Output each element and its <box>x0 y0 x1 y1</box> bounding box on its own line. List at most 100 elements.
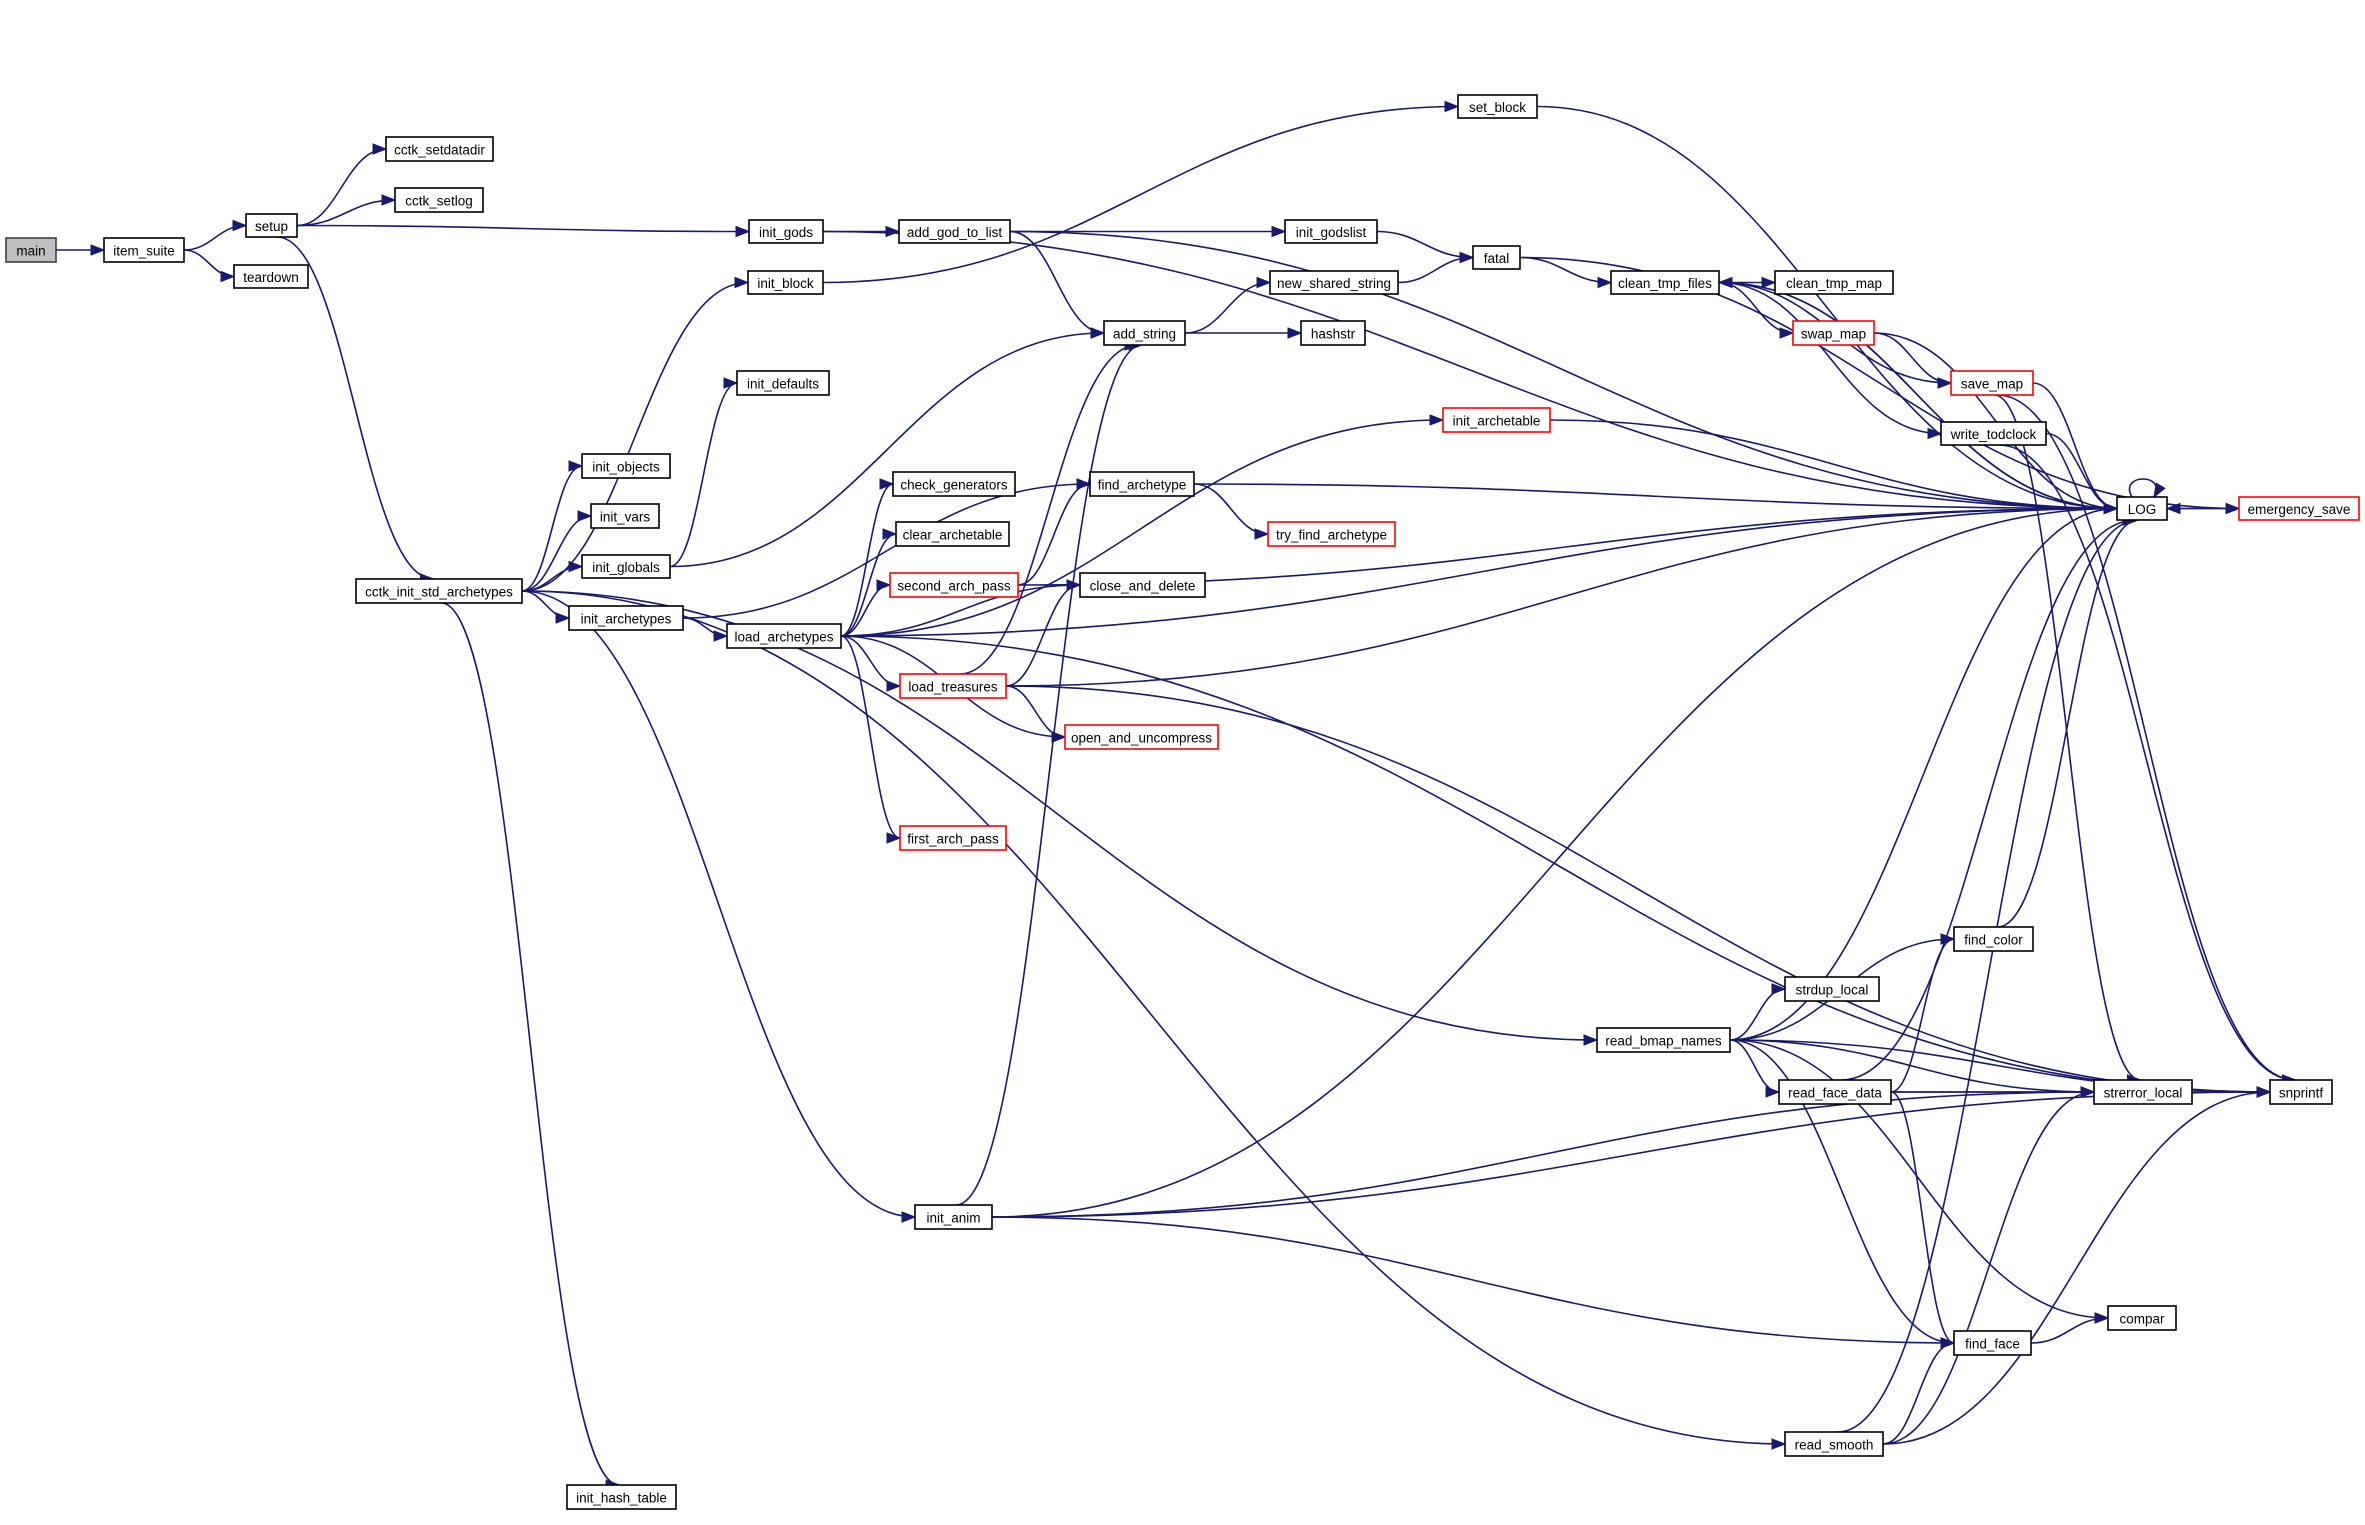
node-box[interactable] <box>581 453 671 479</box>
node-box[interactable] <box>1940 421 2047 446</box>
node-clear_archetable[interactable]: clear_archetable <box>895 521 1010 547</box>
node-strdup_local[interactable]: strdup_local <box>1784 976 1880 1002</box>
node-main[interactable]: main <box>5 237 57 263</box>
node-box[interactable] <box>914 1204 993 1230</box>
node-box[interactable] <box>2116 496 2168 521</box>
node-init_archetable[interactable]: init_archetable <box>1442 407 1551 433</box>
node-box[interactable] <box>1953 1330 2032 1356</box>
node-init_anim[interactable]: init_anim <box>914 1204 993 1230</box>
node-box[interactable] <box>899 825 1007 851</box>
node-box[interactable] <box>736 370 830 396</box>
node-box[interactable] <box>1442 407 1551 433</box>
node-box[interactable] <box>1596 1027 1731 1053</box>
node-box[interactable] <box>2107 1305 2177 1331</box>
node-load_treasures[interactable]: load_treasures <box>899 673 1007 699</box>
node-close_and_delete[interactable]: close_and_delete <box>1079 572 1206 598</box>
node-init_gods[interactable]: init_gods <box>748 219 824 244</box>
node-load_archetypes[interactable]: load_archetypes <box>726 623 842 649</box>
node-box[interactable] <box>2093 1079 2193 1105</box>
node-box[interactable] <box>1103 320 1186 346</box>
node-box[interactable] <box>1784 976 1880 1002</box>
node-save_map[interactable]: save_map <box>1950 370 2034 396</box>
node-box[interactable] <box>1610 270 1720 295</box>
node-read_bmap_names[interactable]: read_bmap_names <box>1596 1027 1731 1053</box>
node-read_smooth[interactable]: read_smooth <box>1784 1431 1884 1457</box>
node-box[interactable] <box>1950 370 2034 396</box>
node-init_defaults[interactable]: init_defaults <box>736 370 830 396</box>
node-box[interactable] <box>355 578 523 604</box>
node-first_arch_pass[interactable]: first_arch_pass <box>899 825 1007 851</box>
node-add_god_to_list[interactable]: add_god_to_list <box>898 219 1011 244</box>
node-read_face_data[interactable]: read_face_data <box>1778 1079 1892 1105</box>
node-box[interactable] <box>899 673 1007 699</box>
node-clean_tmp_files[interactable]: clean_tmp_files <box>1610 270 1720 295</box>
node-box[interactable] <box>1064 724 1219 750</box>
node-box[interactable] <box>1267 521 1396 547</box>
node-init_hash_table[interactable]: init_hash_table <box>566 1484 677 1510</box>
node-init_godslist[interactable]: init_godslist <box>1284 219 1378 244</box>
node-box[interactable] <box>233 264 309 289</box>
node-swap_map[interactable]: swap_map <box>1792 320 1875 346</box>
node-box[interactable] <box>566 1484 677 1510</box>
node-box[interactable] <box>747 270 824 295</box>
node-setup[interactable]: setup <box>245 213 298 238</box>
node-LOG[interactable]: LOG <box>2116 496 2168 521</box>
node-strerror_local[interactable]: strerror_local <box>2093 1079 2193 1105</box>
node-clean_tmp_map[interactable]: clean_tmp_map <box>1774 270 1894 295</box>
node-emergency_save[interactable]: emergency_save <box>2238 496 2360 521</box>
node-box[interactable] <box>581 554 671 579</box>
node-box[interactable] <box>1284 219 1378 244</box>
node-cctk_setlog[interactable]: cctk_setlog <box>394 187 484 213</box>
node-init_objects[interactable]: init_objects <box>581 453 671 479</box>
node-init_archetypes[interactable]: init_archetypes <box>568 605 684 631</box>
node-box[interactable] <box>103 237 185 263</box>
node-second_arch_pass[interactable]: second_arch_pass <box>889 572 1019 598</box>
node-fatal[interactable]: fatal <box>1472 245 1521 270</box>
node-box[interactable] <box>1784 1431 1884 1457</box>
node-cctk_setdatadir[interactable]: cctk_setdatadir <box>385 136 494 162</box>
node-box[interactable] <box>1472 245 1521 270</box>
node-box[interactable] <box>1792 320 1875 346</box>
node-find_face[interactable]: find_face <box>1953 1330 2032 1356</box>
node-init_block[interactable]: init_block <box>747 270 824 295</box>
node-init_vars[interactable]: init_vars <box>590 503 660 529</box>
node-box[interactable] <box>748 219 824 244</box>
node-compar[interactable]: compar <box>2107 1305 2177 1331</box>
node-new_shared_string[interactable]: new_shared_string <box>1269 270 1399 295</box>
node-box[interactable] <box>898 219 1011 244</box>
node-write_todclock[interactable]: write_todclock <box>1940 421 2047 446</box>
node-open_and_uncompress[interactable]: open_and_uncompress <box>1064 724 1219 750</box>
node-box[interactable] <box>1774 270 1894 295</box>
node-box[interactable] <box>385 136 494 162</box>
node-set_block[interactable]: set_block <box>1457 94 1538 119</box>
node-box[interactable] <box>568 605 684 631</box>
node-init_globals[interactable]: init_globals <box>581 554 671 579</box>
node-box[interactable] <box>590 503 660 529</box>
node-box[interactable] <box>895 521 1010 547</box>
node-box[interactable] <box>1953 926 2034 952</box>
node-box[interactable] <box>245 213 298 238</box>
node-box[interactable] <box>889 572 1019 598</box>
node-find_archetype[interactable]: find_archetype <box>1089 471 1195 497</box>
node-box[interactable] <box>394 187 484 213</box>
node-add_string[interactable]: add_string <box>1103 320 1186 346</box>
node-box[interactable] <box>726 623 842 649</box>
node-box[interactable] <box>5 237 57 263</box>
node-teardown[interactable]: teardown <box>233 264 309 289</box>
node-hashstr[interactable]: hashstr <box>1300 320 1366 346</box>
node-box[interactable] <box>2238 496 2360 521</box>
node-box[interactable] <box>892 471 1016 497</box>
node-find_color[interactable]: find_color <box>1953 926 2034 952</box>
node-box[interactable] <box>1079 572 1206 598</box>
node-snprintf[interactable]: snprintf <box>2269 1079 2333 1105</box>
node-item_suite[interactable]: item_suite <box>103 237 185 263</box>
node-cctk_init_std_archetypes[interactable]: cctk_init_std_archetypes <box>355 578 523 604</box>
node-try_find_archetype[interactable]: try_find_archetype <box>1267 521 1396 547</box>
node-box[interactable] <box>1269 270 1399 295</box>
node-box[interactable] <box>2269 1079 2333 1105</box>
node-check_generators[interactable]: check_generators <box>892 471 1016 497</box>
node-box[interactable] <box>1778 1079 1892 1105</box>
node-box[interactable] <box>1089 471 1195 497</box>
node-box[interactable] <box>1300 320 1366 346</box>
node-box[interactable] <box>1457 94 1538 119</box>
